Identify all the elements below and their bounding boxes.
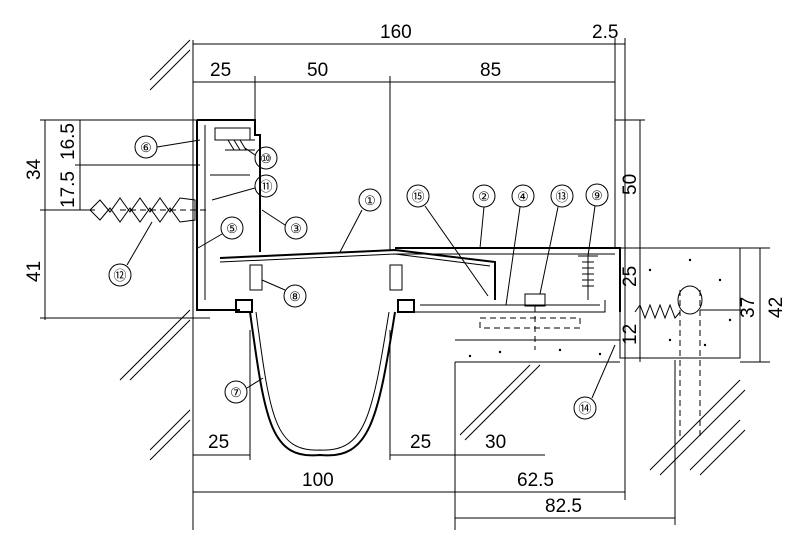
callout-6: ⑥ <box>134 135 201 159</box>
dimension-lines <box>40 38 770 530</box>
dim-left-top: 16.5 <box>58 123 79 160</box>
flexible-seal <box>249 311 396 457</box>
svg-text:⑪: ⑪ <box>259 179 272 194</box>
dim-right-a: 25 <box>620 266 641 287</box>
spring <box>634 285 703 440</box>
dim-top-offset: 2.5 <box>592 22 618 43</box>
svg-text:⑨: ⑨ <box>591 188 603 203</box>
callout-14: ⑭ <box>573 344 616 420</box>
callouts: ① ② ③ ④ ⑤ ⑥ ⑦ <box>108 135 616 420</box>
callout-4: ④ <box>505 184 535 306</box>
callout-11: ⑪ <box>211 174 278 201</box>
seal-clips <box>235 264 415 313</box>
callout-3: ③ <box>261 209 308 240</box>
dim-bottom-offset: 62.5 <box>517 470 554 491</box>
callout-1: ① <box>339 188 382 253</box>
svg-text:⑤: ⑤ <box>226 221 238 236</box>
bolt-13 <box>524 293 546 350</box>
dim-bottom-c: 30 <box>485 432 506 453</box>
cover-plate-1 <box>219 248 496 300</box>
screw <box>225 139 255 151</box>
anchor-plug <box>89 197 210 223</box>
dim-left-mid: 17.5 <box>58 171 79 208</box>
callout-8: ⑧ <box>261 279 307 308</box>
dim-left-bottom: 41 <box>24 261 45 282</box>
callout-13: ⑬ <box>539 184 574 295</box>
dim-right-b: 12 <box>620 324 641 345</box>
dim-right-height: 50 <box>620 174 641 195</box>
svg-text:⑮: ⑮ <box>411 189 424 204</box>
wall-frame-profile <box>196 119 261 311</box>
callout-15: ⑮ <box>406 184 489 297</box>
callout-9: ⑨ <box>585 183 609 257</box>
base-plate <box>405 300 606 329</box>
svg-text:⑧: ⑧ <box>289 289 301 304</box>
dim-top-a: 25 <box>210 60 231 81</box>
dim-bottom-a: 25 <box>208 432 229 453</box>
callout-5: ⑤ <box>197 216 244 249</box>
dimension-labels: 160 2.5 25 50 85 16.5 17.5 34 41 50 25 1… <box>24 22 787 517</box>
callout-2: ② <box>472 184 496 249</box>
left-wall <box>119 39 194 530</box>
svg-text:③: ③ <box>290 221 302 236</box>
callout-10: ⑩ <box>244 146 278 170</box>
svg-text:⑭: ⑭ <box>578 401 591 416</box>
dim-left-group: 34 <box>24 158 45 180</box>
dim-right-c: 37 <box>738 297 759 318</box>
callout-7: ⑦ <box>224 377 264 404</box>
svg-text:④: ④ <box>517 189 529 204</box>
svg-text:①: ① <box>364 193 376 208</box>
callout-12: ⑫ <box>108 221 153 287</box>
dim-right-d: 42 <box>766 297 787 318</box>
dim-bottom-total: 100 <box>302 470 334 491</box>
svg-text:⑩: ⑩ <box>260 151 272 166</box>
dim-top-b: 50 <box>307 60 328 81</box>
cover-plate-2 <box>395 247 621 312</box>
svg-text:②: ② <box>478 189 490 204</box>
screw-9 <box>578 255 598 300</box>
dim-bottom-length: 82.5 <box>545 496 582 517</box>
svg-text:⑫: ⑫ <box>113 268 126 283</box>
svg-text:⑦: ⑦ <box>230 385 242 400</box>
svg-text:⑥: ⑥ <box>140 140 152 155</box>
dim-bottom-b: 25 <box>410 432 431 453</box>
svg-text:⑬: ⑬ <box>555 189 568 204</box>
dim-top-c: 85 <box>480 60 501 81</box>
right-slab <box>454 247 746 530</box>
dim-top-total: 160 <box>380 22 412 43</box>
